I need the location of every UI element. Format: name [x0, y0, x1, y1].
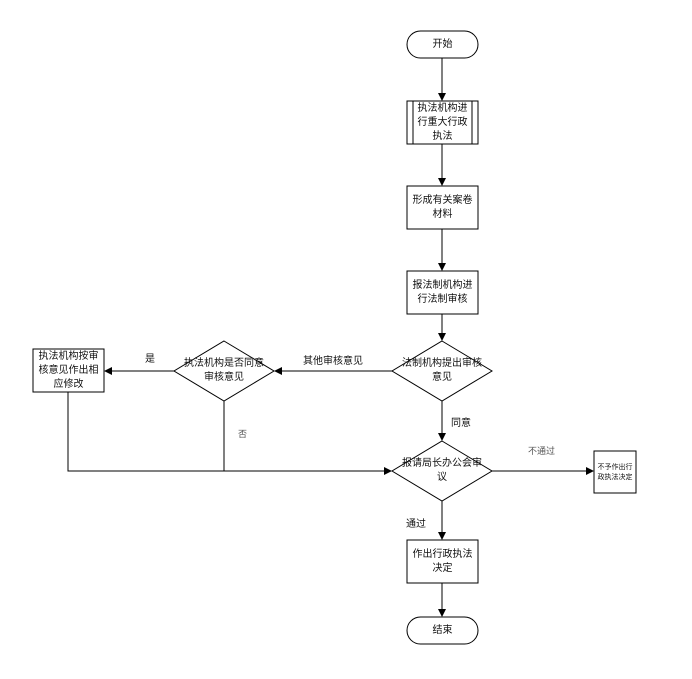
step3-label: 报法制机构进行法制审核: [412, 279, 473, 305]
edge-label-no: 否: [238, 430, 248, 440]
edge-label-yes: 是: [145, 354, 155, 365]
start-label: 开始: [432, 38, 453, 50]
end-label: 结束: [432, 624, 453, 636]
edge-label-other-opinion: 其他审核意见: [303, 356, 363, 367]
step2-label: 形成有关案卷材料: [412, 194, 473, 220]
process-box-3: [406, 270, 479, 315]
edge-label-pass: 通过: [406, 519, 426, 530]
right-box: [593, 450, 637, 494]
end-terminal: [406, 616, 479, 645]
step1-label: 执法机构进行重大行政执法: [417, 102, 468, 142]
decision2-label: 执法机构是否同意审核意见: [184, 358, 264, 383]
left-box-label: 执法机构按审核意见作出相应修改: [38, 350, 99, 390]
left-box: [32, 348, 105, 393]
edge-label-not-pass: 不通过: [528, 447, 556, 457]
decision3-label: 报请局长办公会审议: [402, 458, 482, 483]
step4-label: 作出行政执法决定: [412, 548, 473, 574]
decision1-label: 法制机构提出审核意见: [402, 358, 482, 383]
edge-label-agree: 同意: [451, 418, 471, 429]
process-box-1: [406, 100, 479, 145]
right-box-label: 不予作出行政执法决定: [597, 463, 633, 481]
